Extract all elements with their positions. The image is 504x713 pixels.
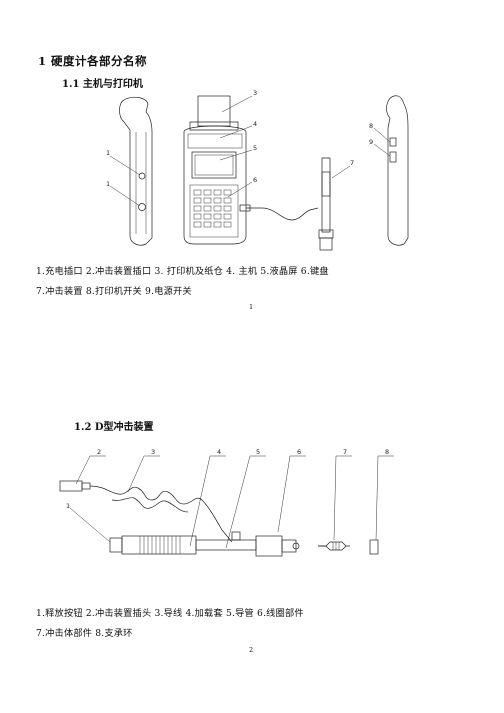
svg-text:9: 9 [369, 138, 373, 146]
svg-text:6: 6 [253, 176, 257, 184]
svg-text:2: 2 [97, 448, 101, 456]
svg-text:4: 4 [253, 120, 257, 128]
caption-host-printer-line2: 7.冲击装置 8.打印机开关 9.电源开关 [36, 286, 192, 297]
svg-text:7: 7 [350, 159, 354, 167]
svg-text:3: 3 [151, 448, 155, 456]
section-heading: 1 硬度计各部分名称 [38, 54, 148, 68]
device-front-view [183, 95, 247, 245]
caption-impact-device-line2: 7.冲击体部件 8.支承环 [36, 628, 133, 639]
svg-text:5: 5 [256, 448, 260, 456]
svg-text:1: 1 [66, 502, 70, 510]
device-left-side-view [119, 96, 153, 246]
callout-1a: 1 [106, 149, 110, 157]
caption-impact-device-line1: 1.释放按钮 2.冲击装置插头 3.导线 4.加载套 5.导管 6.线圈部件 [36, 608, 304, 619]
svg-text:6: 6 [297, 448, 301, 456]
subsection-heading-host-printer: 1.1 主机与打印机 [62, 79, 143, 90]
page-number-1: 1 [249, 303, 254, 311]
caption-host-printer-line1: 1.充电插口 2.冲击装置插口 3. 打印机及纸仓 4. 主机 5.液晶屏 6.… [36, 266, 329, 277]
svg-text:4: 4 [217, 448, 221, 456]
keypad-grid [193, 189, 232, 228]
callout-labels-top: 2 3 4 5 6 7 8 [90, 448, 394, 457]
svg-text:7: 7 [343, 448, 347, 456]
callout-1b: 1 [106, 180, 110, 188]
svg-text:8: 8 [385, 448, 389, 456]
svg-text:3: 3 [253, 89, 257, 97]
subsection-heading-impact-device: 1.2 D型冲击装置 [74, 422, 154, 433]
svg-text:8: 8 [369, 122, 373, 130]
page-number-2: 2 [249, 646, 254, 654]
svg-text:5: 5 [253, 144, 257, 152]
